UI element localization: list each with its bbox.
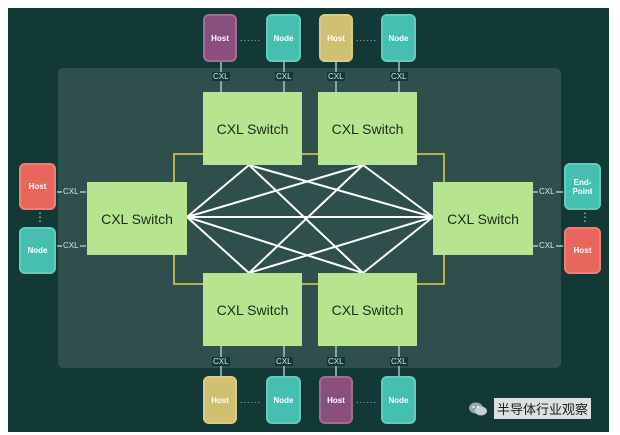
node-bottom-2: Node xyxy=(381,376,416,424)
dotted-connector: ...... xyxy=(240,395,262,405)
cxl-label: CXL xyxy=(390,72,408,81)
fabric-outline xyxy=(173,153,445,285)
cxl-switch-top-left: CXL Switch xyxy=(203,92,302,165)
cxl-label: CXL xyxy=(538,241,556,250)
cxl-label: CXL xyxy=(327,72,345,81)
cxl-label: CXL xyxy=(212,72,230,81)
cxl-label: CXL xyxy=(538,187,556,196)
dotted-connector: ...... xyxy=(356,395,378,405)
node-bottom-1: Node xyxy=(266,376,301,424)
dotted-connector: ...... xyxy=(356,33,378,43)
host-left: Host xyxy=(19,163,56,210)
cxl-label: CXL xyxy=(212,357,230,366)
switch-mesh xyxy=(186,164,434,274)
vertical-dots: ⋮ xyxy=(34,210,47,224)
watermark: 半导体行业观察 xyxy=(468,398,592,419)
node-left: Node xyxy=(19,227,56,274)
endpoint-right: End- Point xyxy=(564,163,601,210)
cxl-switch-left: CXL Switch xyxy=(87,182,187,255)
cxl-label: CXL xyxy=(275,357,293,366)
cxl-switch-bottom-right: CXL Switch xyxy=(318,273,417,346)
cxl-label: CXL xyxy=(62,187,80,196)
cxl-switch-bottom-left: CXL Switch xyxy=(203,273,302,346)
cxl-label: CXL xyxy=(62,241,80,250)
host-top-2: Host xyxy=(319,14,353,62)
node-top-1: Node xyxy=(266,14,301,62)
host-right: Host xyxy=(564,227,601,274)
wechat-icon xyxy=(469,402,487,415)
watermark-text: 半导体行业观察 xyxy=(494,398,592,419)
cxl-label: CXL xyxy=(327,357,345,366)
cxl-switch-right: CXL Switch xyxy=(433,182,533,255)
cxl-label: CXL xyxy=(275,72,293,81)
cxl-switch-top-right: CXL Switch xyxy=(318,92,417,165)
host-bottom-2: Host xyxy=(319,376,353,424)
cxl-label: CXL xyxy=(390,357,408,366)
vertical-dots: ⋮ xyxy=(579,210,592,224)
host-bottom-1: Host xyxy=(203,376,237,424)
dotted-connector: ...... xyxy=(240,33,262,43)
node-top-2: Node xyxy=(381,14,416,62)
host-top-1: Host xyxy=(203,14,237,62)
